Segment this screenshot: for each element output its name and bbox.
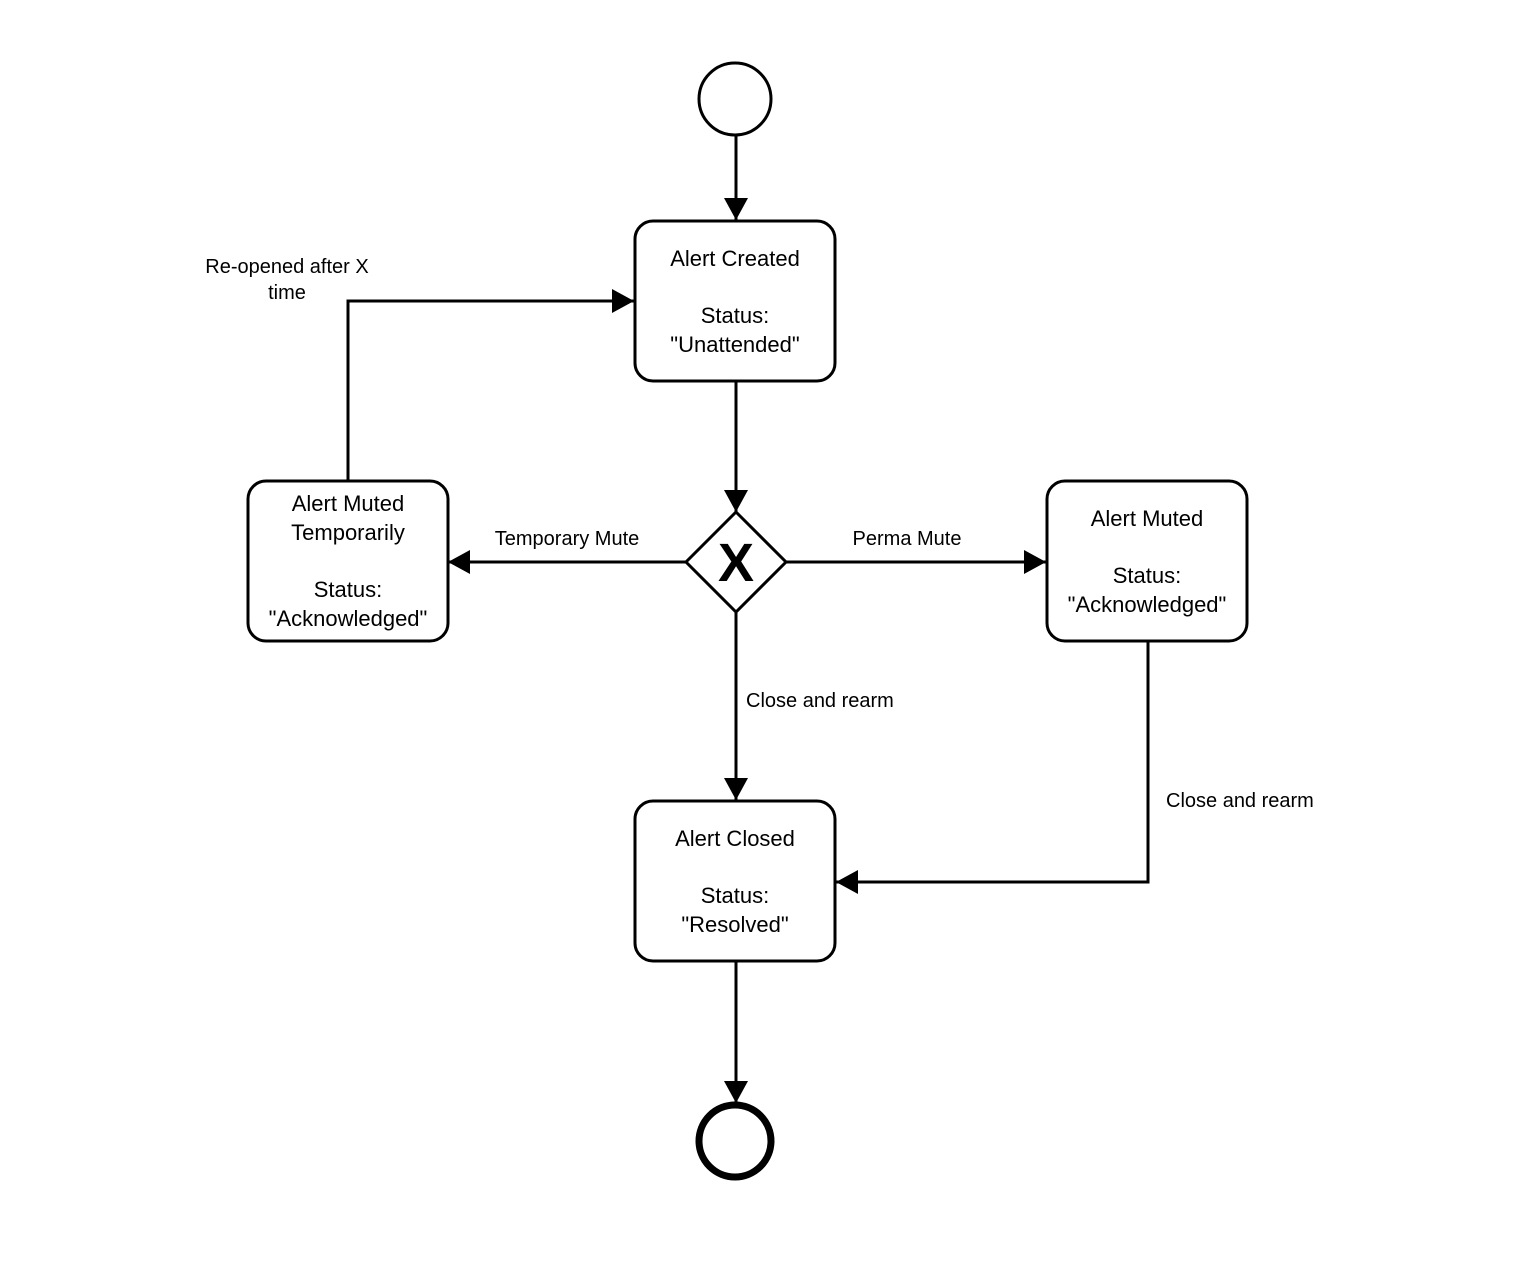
node-alert-muted-status-label: Status: (1113, 563, 1181, 588)
node-alert-closed-status-label: Status: (701, 883, 769, 908)
node-alert-muted: Alert Muted Status: "Acknowledged" (1045, 479, 1249, 643)
node-alert-closed-title: Alert Closed (675, 826, 795, 851)
node-alert-created-status-value: "Unattended" (670, 332, 799, 357)
exclusive-gateway: X (683, 509, 789, 615)
node-alert-muted-temporarily: Alert Muted Temporarily Status: "Acknowl… (246, 479, 450, 643)
node-alert-closed-box (633, 799, 837, 963)
edges (346, 135, 1150, 1103)
node-alert-muted-temporarily-title-line2: Temporarily (291, 520, 405, 545)
end-event (695, 1101, 775, 1181)
node-alert-muted-box (1045, 479, 1249, 643)
node-alert-muted-temporarily-title-line1: Alert Muted (292, 491, 405, 516)
node-alert-closed-status-value: "Resolved" (681, 912, 788, 937)
node-alert-created: Alert Created Status: "Unattended" (633, 219, 837, 383)
start-event (697, 61, 773, 137)
label-reopened-line1: Re-opened after X (205, 256, 368, 278)
node-alert-muted-temporarily-box (246, 479, 450, 643)
exclusive-gateway-x-icon: X (718, 533, 754, 593)
edge-temp-muted-to-created (346, 289, 634, 480)
label-close-and-rearm-right: Close and rearm (1166, 790, 1314, 812)
node-alert-muted-temporarily-status-value: "Acknowledged" (269, 606, 428, 631)
node-alert-created-status-label: Status: (701, 303, 769, 328)
label-reopened-line2: time (268, 282, 306, 304)
node-alert-created-box (633, 219, 837, 383)
label-perma-mute: Perma Mute (853, 528, 962, 550)
node-alert-muted-temporarily-status-label: Status: (314, 577, 382, 602)
node-alert-muted-status-value: "Acknowledged" (1068, 592, 1227, 617)
node-alert-closed: Alert Closed Status: "Resolved" (633, 799, 837, 963)
exclusive-gateway-diamond (683, 509, 789, 615)
node-alert-muted-title: Alert Muted (1091, 506, 1204, 531)
label-close-and-rearm-center: Close and rearm (746, 690, 894, 712)
edge-perma-muted-to-closed (836, 642, 1150, 894)
label-temporary-mute: Temporary Mute (495, 528, 640, 550)
node-alert-created-title: Alert Created (670, 246, 800, 271)
